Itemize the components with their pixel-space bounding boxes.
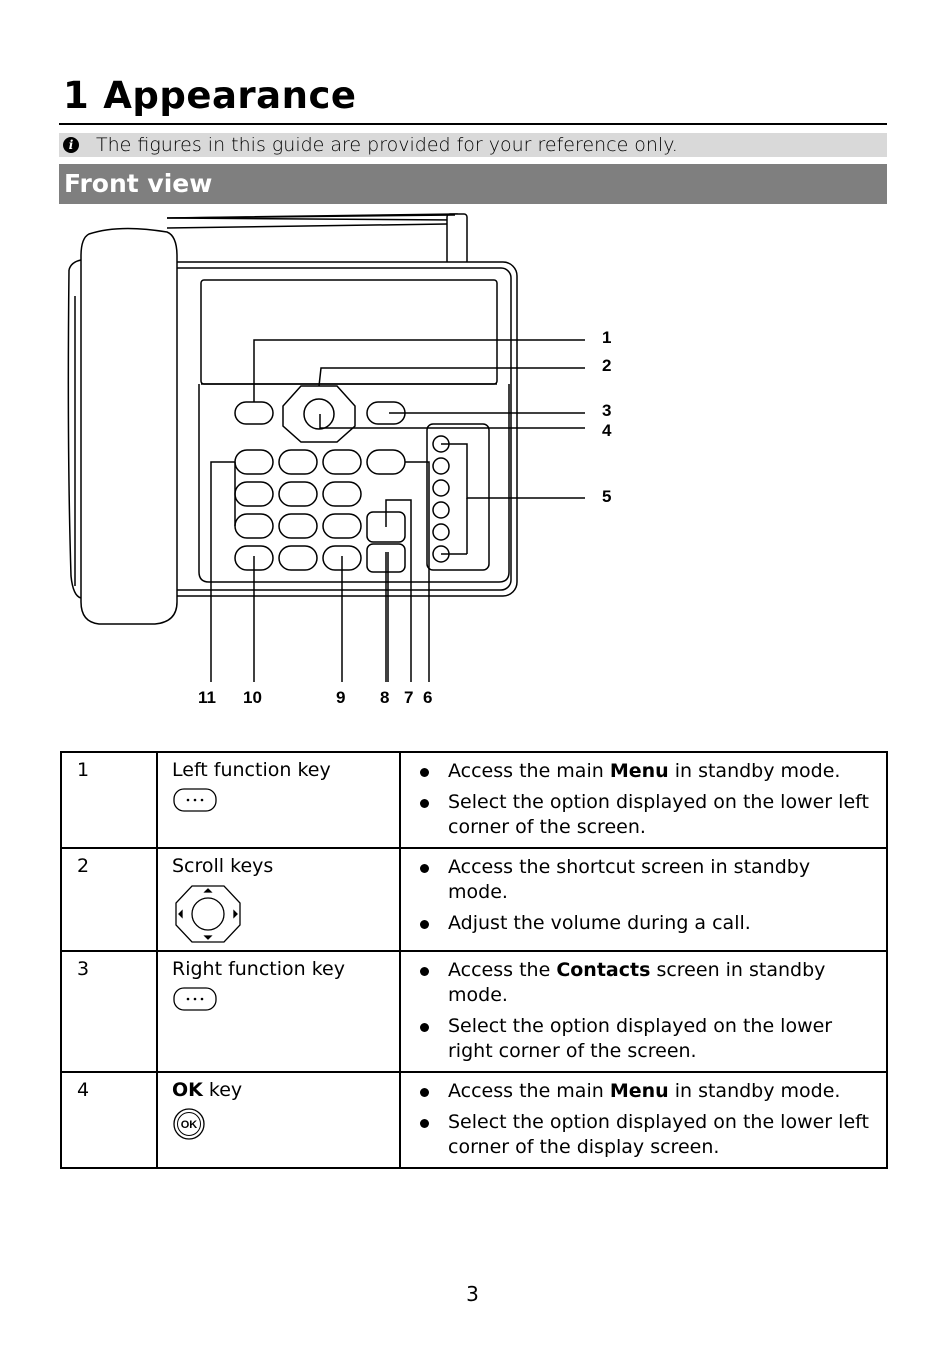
key-name: Scroll keys xyxy=(172,855,274,877)
heading-rule xyxy=(59,123,887,125)
callout-3: 3 xyxy=(602,401,612,420)
heading-title: Appearance xyxy=(103,74,357,117)
key-name-cell: OK key OK xyxy=(156,1071,401,1169)
list-item: Access the main Menu in standby mode. xyxy=(417,759,876,784)
key-name: key xyxy=(202,1079,243,1101)
callout-2: 2 xyxy=(602,356,612,375)
row-number: 3 xyxy=(60,950,158,1073)
row-number: 2 xyxy=(60,847,158,952)
callout-10: 10 xyxy=(243,688,262,707)
key-description-cell: Access the main Menu in standby mode. Se… xyxy=(399,751,888,849)
list-item: Access the main Menu in standby mode. xyxy=(417,1079,876,1104)
phone-illustration xyxy=(67,213,585,682)
key-description-cell: Access the shortcut screen in standby mo… xyxy=(399,847,888,952)
list-item: Select the option displayed on the lower… xyxy=(417,790,876,840)
callout-7: 7 xyxy=(404,688,414,707)
callout-8: 8 xyxy=(380,688,390,707)
section-header: Front view xyxy=(59,164,887,204)
key-description-cell: Access the Contacts screen in standby mo… xyxy=(399,950,888,1073)
key-name-cell: Right function key xyxy=(156,950,401,1073)
key-name: Left function key xyxy=(172,759,331,781)
list-item: Access the Contacts screen in standby mo… xyxy=(417,958,876,1008)
key-name-cell: Left function key xyxy=(156,751,401,849)
ok-key-icon: OK xyxy=(173,1108,205,1140)
callout-5: 5 xyxy=(602,487,612,506)
key-name-cell: Scroll keys xyxy=(156,847,401,952)
callout-9: 9 xyxy=(336,688,346,707)
key-name-bold: OK xyxy=(172,1079,203,1101)
scroll-keys-icon xyxy=(175,885,241,943)
table-row: 4 OK key OK Access the main Menu in stan… xyxy=(60,1071,888,1169)
table-row: 2 Scroll keys Access the shortcut screen… xyxy=(60,847,888,952)
heading-number: 1 xyxy=(63,74,90,117)
key-description-cell: Access the main Menu in standby mode. Se… xyxy=(399,1071,888,1169)
list-item: Select the option displayed on the lower… xyxy=(417,1014,876,1064)
callout-1: 1 xyxy=(602,328,612,347)
info-icon: i xyxy=(63,137,79,153)
key-name: Right function key xyxy=(172,958,345,980)
callout-4: 4 xyxy=(602,421,612,440)
phone-front-view-figure: 1 2 3 4 5 11 10 9 8 7 6 xyxy=(59,206,659,731)
list-item: Adjust the volume during a call. xyxy=(417,911,876,936)
callout-11: 11 xyxy=(198,688,216,707)
row-number: 1 xyxy=(60,751,158,849)
note-bar: i The figures in this guide are provided… xyxy=(59,133,887,157)
note-text: The figures in this guide are provided f… xyxy=(96,134,678,156)
page-heading: 1 Appearance xyxy=(63,74,357,117)
function-key-icon xyxy=(173,788,217,812)
row-number: 4 xyxy=(60,1071,158,1169)
list-item: Select the option displayed on the lower… xyxy=(417,1110,876,1160)
callout-6: 6 xyxy=(423,688,433,707)
list-item: Access the shortcut screen in standby mo… xyxy=(417,855,876,905)
table-row: 1 Left function key Access the main Menu… xyxy=(60,751,888,849)
section-title: Front view xyxy=(64,169,213,198)
key-description-table: 1 Left function key Access the main Menu… xyxy=(60,751,888,1169)
page-number: 3 xyxy=(466,1282,479,1306)
table-row: 3 Right function key Access the Contacts… xyxy=(60,950,888,1073)
svg-text:OK: OK xyxy=(181,1119,198,1131)
function-key-icon xyxy=(173,987,217,1011)
